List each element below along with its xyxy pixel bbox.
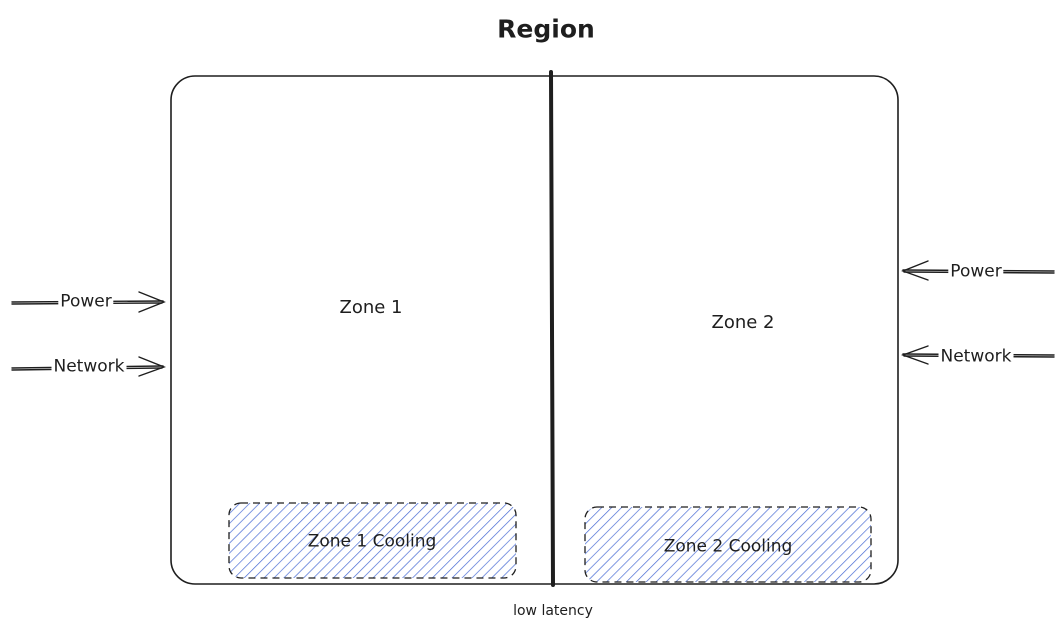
zone-1-label: Zone 1 [339, 297, 403, 318]
zone-2-power-label: Power [948, 261, 1004, 282]
zone-divider-line [549, 70, 555, 587]
zone-2-cooling-label: Zone 2 Cooling [663, 536, 793, 557]
zone-1-cooling-box [228, 502, 517, 579]
zone-1-power-label: Power [58, 291, 114, 312]
zone-2-cooling-box [584, 506, 872, 583]
region-title: Region [497, 14, 595, 44]
low-latency-label: low latency [513, 603, 593, 619]
zone-2-network-label: Network [938, 346, 1014, 367]
zone-1-cooling-label: Zone 1 Cooling [307, 531, 437, 552]
zone-1-network-label: Network [51, 356, 127, 377]
region-box [170, 75, 899, 585]
zone-2-label: Zone 2 [711, 312, 775, 333]
